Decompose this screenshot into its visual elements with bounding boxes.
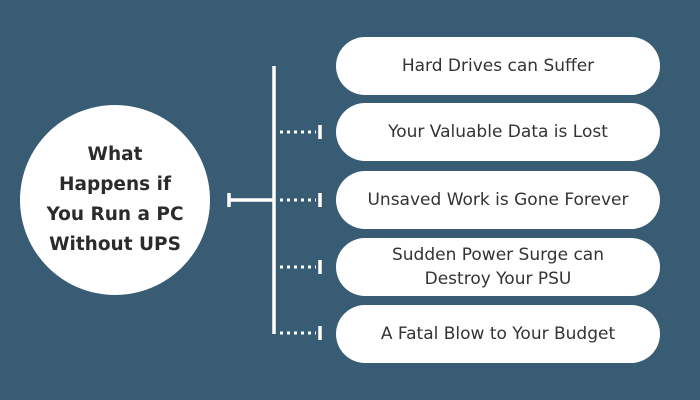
branch-label: A Fatal Blow to Your Budget [380,324,616,344]
center-title-line: What [87,144,143,165]
branch-label: Your Valuable Data is Lost [388,122,608,142]
center-title-line: You Run a PC [46,204,184,225]
branch-box-budget: A Fatal Blow to Your Budget [336,305,660,363]
branch-connector-1 [280,125,322,139]
branch-connector-4 [280,326,322,340]
branch-label: Sudden Power Surge can [391,245,605,265]
branch-box-unsaved-work: Unsaved Work is Gone Forever [336,171,660,229]
center-title-line: Without UPS [49,234,181,255]
branch-label: Unsaved Work is Gone Forever [367,190,629,210]
branch-connector-2 [280,193,322,207]
center-title: What Happens if You Run a PC Without UPS [35,140,195,260]
branch-box-power-surge: Sudden Power Surge can Destroy Your PSU [336,238,660,296]
branch-box-hard-drives: Hard Drives can Suffer [336,37,660,95]
branch-label: Hard Drives can Suffer [401,56,595,76]
center-circle: What Happens if You Run a PC Without UPS [20,105,210,295]
branch-label: Destroy Your PSU [424,269,572,289]
branch-box-data-lost: Your Valuable Data is Lost [336,103,660,161]
branch-connector-3 [280,260,322,274]
center-title-line: Happens if [58,174,171,195]
